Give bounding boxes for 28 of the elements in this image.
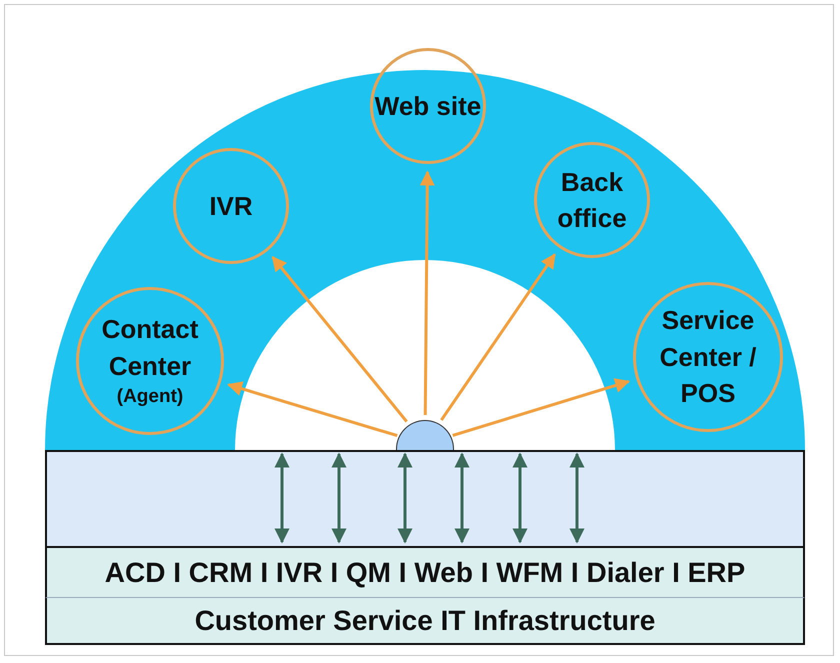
arrow (398, 452, 412, 544)
circle-node (370, 48, 486, 164)
circle-node (173, 148, 289, 264)
dome-shape (396, 420, 454, 450)
infrastructure-row (45, 598, 805, 645)
arrow (332, 452, 346, 544)
arrow (512, 452, 528, 544)
node-label: (Agent) (116, 385, 184, 410)
arrow (272, 256, 408, 422)
systems-row (45, 548, 805, 598)
arrow (274, 452, 290, 544)
node-label: Back office (556, 166, 628, 235)
arrow (420, 170, 435, 416)
node-label: Contact Center (100, 313, 200, 383)
arrow (452, 378, 630, 437)
circle-node (76, 287, 224, 435)
node-label: Customer Service IT Infrastructure (194, 604, 656, 638)
node-label: Service Center / POS (658, 304, 758, 410)
arrow (440, 253, 556, 421)
node-label: Web site (374, 90, 482, 123)
circle-node (633, 282, 783, 432)
arrow (570, 452, 584, 544)
node-label: ACD I CRM I IVR I QM I Web I WFM I Dialer I ERP (104, 556, 746, 590)
arrow (227, 381, 398, 438)
circle-node (534, 142, 650, 258)
interface-band (45, 450, 805, 548)
node-label: IVR (209, 190, 253, 223)
arrow (454, 452, 470, 544)
